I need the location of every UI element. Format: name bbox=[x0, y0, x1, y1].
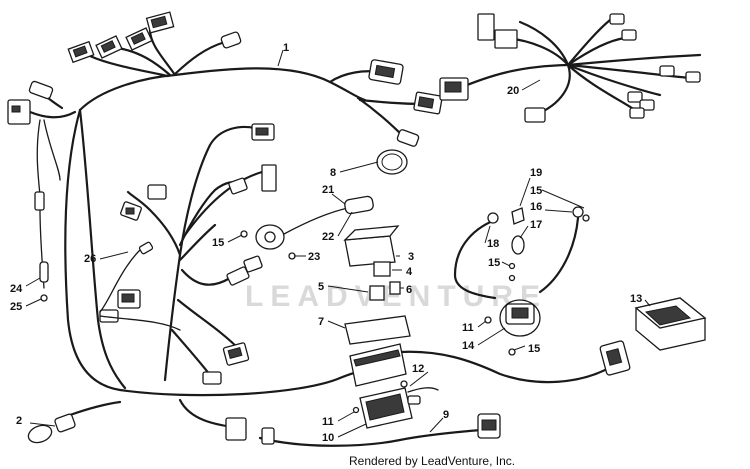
callout-13: 13 bbox=[630, 293, 642, 305]
callout-17: 17 bbox=[530, 219, 542, 231]
callout-11-lower: 11 bbox=[322, 416, 334, 428]
part-2-connector bbox=[27, 400, 122, 444]
callout-14: 14 bbox=[462, 340, 475, 352]
callout-7: 7 bbox=[318, 316, 324, 328]
callout-21: 21 bbox=[322, 184, 334, 196]
lead-24-25 bbox=[34, 119, 61, 302]
callout-4: 4 bbox=[406, 266, 413, 278]
callout-9: 9 bbox=[443, 409, 449, 421]
callout-26: 26 bbox=[84, 253, 96, 265]
footer-credit: Rendered by LeadVenture, Inc. bbox=[349, 454, 515, 468]
callout-1: 1 bbox=[283, 42, 289, 54]
callout-15-bottom: 15 bbox=[528, 343, 540, 355]
callouts: 1 2 3 4 5 6 7 8 9 10 11 12 13 14 11 15 1… bbox=[10, 42, 651, 444]
callout-19: 19 bbox=[530, 167, 542, 179]
callout-18: 18 bbox=[487, 238, 499, 250]
right-plug bbox=[599, 340, 631, 376]
relay-fuse-parts bbox=[343, 225, 411, 387]
connector-group-middle bbox=[99, 123, 277, 445]
module-10-12 bbox=[352, 380, 439, 429]
callout-20: 20 bbox=[507, 85, 519, 97]
callout-8: 8 bbox=[330, 167, 336, 179]
connector-group-top-left bbox=[7, 11, 443, 147]
callout-12: 12 bbox=[412, 363, 424, 375]
callout-24: 24 bbox=[10, 283, 23, 295]
part-13-box bbox=[634, 297, 707, 351]
callout-11-upper: 11 bbox=[462, 322, 474, 334]
callout-16: 16 bbox=[530, 201, 542, 213]
callout-15-left: 15 bbox=[212, 237, 224, 249]
part-9-connector bbox=[477, 413, 501, 439]
callout-5: 5 bbox=[318, 281, 324, 293]
callout-22: 22 bbox=[322, 231, 334, 243]
callout-25: 25 bbox=[10, 301, 22, 313]
harness-20 bbox=[439, 13, 702, 123]
callout-23: 23 bbox=[308, 251, 320, 263]
callout-15-top: 15 bbox=[530, 185, 542, 197]
callout-15-mid: 15 bbox=[488, 257, 500, 269]
callout-10: 10 bbox=[322, 432, 334, 444]
callout-2: 2 bbox=[16, 415, 22, 427]
callout-3: 3 bbox=[408, 251, 414, 263]
callout-6: 6 bbox=[406, 284, 412, 296]
solenoid-cables bbox=[453, 206, 590, 356]
